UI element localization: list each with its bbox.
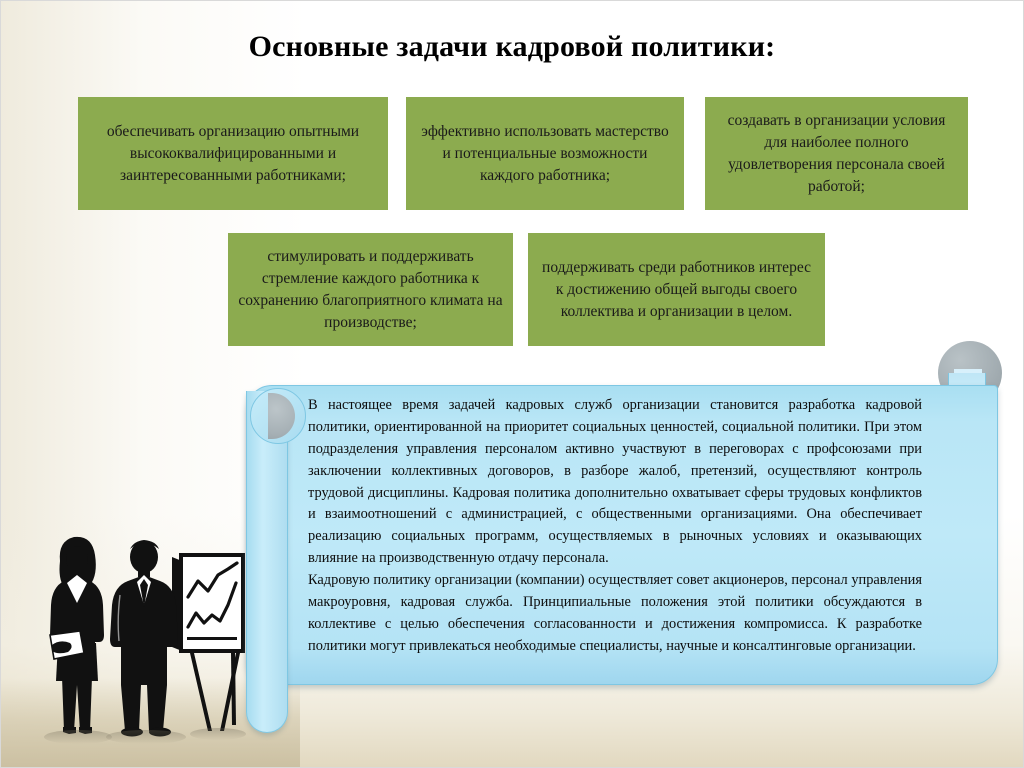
scroll-note-text: В настоящее время задачей кадровых служб…	[308, 395, 922, 658]
flipchart-line-chart	[186, 581, 238, 629]
task-box-5-label: поддерживать среди работников интерес к …	[542, 258, 811, 320]
businesswoman-silhouette	[49, 536, 104, 734]
task-box-3: создавать в организации условия для наиб…	[705, 97, 968, 210]
task-box-5: поддерживать среди работников интерес к …	[528, 233, 825, 346]
scroll-curl-strip-left	[246, 391, 288, 733]
scroll-note-paragraph-2: Кадровую политику организации (компании)…	[308, 572, 922, 654]
flipchart-easel	[172, 553, 245, 731]
task-box-2-label: эффективно использовать мастерство и пот…	[421, 122, 669, 184]
slide-title: Основные задачи кадровой политики:	[248, 30, 776, 63]
task-box-1: обеспечивать организацию опытными высоко…	[78, 97, 388, 210]
scroll-note-paragraph-1: В настоящее время задачей кадровых служб…	[308, 397, 922, 567]
task-box-4-label: стимулировать и поддерживать стремление …	[238, 247, 503, 331]
business-people-illustration	[44, 536, 246, 744]
task-box-4: стимулировать и поддерживать стремление …	[228, 233, 513, 346]
task-box-2: эффективно использовать мастерство и пот…	[406, 97, 684, 210]
task-box-3-label: создавать в организации условия для наиб…	[727, 111, 946, 195]
ground-reflection	[44, 728, 246, 744]
scroll-banner: В настоящее время задачей кадровых служб…	[236, 333, 1008, 733]
businessman-silhouette	[110, 540, 178, 737]
task-box-1-label: обеспечивать организацию опытными высоко…	[106, 122, 360, 184]
scroll-body	[246, 385, 998, 685]
